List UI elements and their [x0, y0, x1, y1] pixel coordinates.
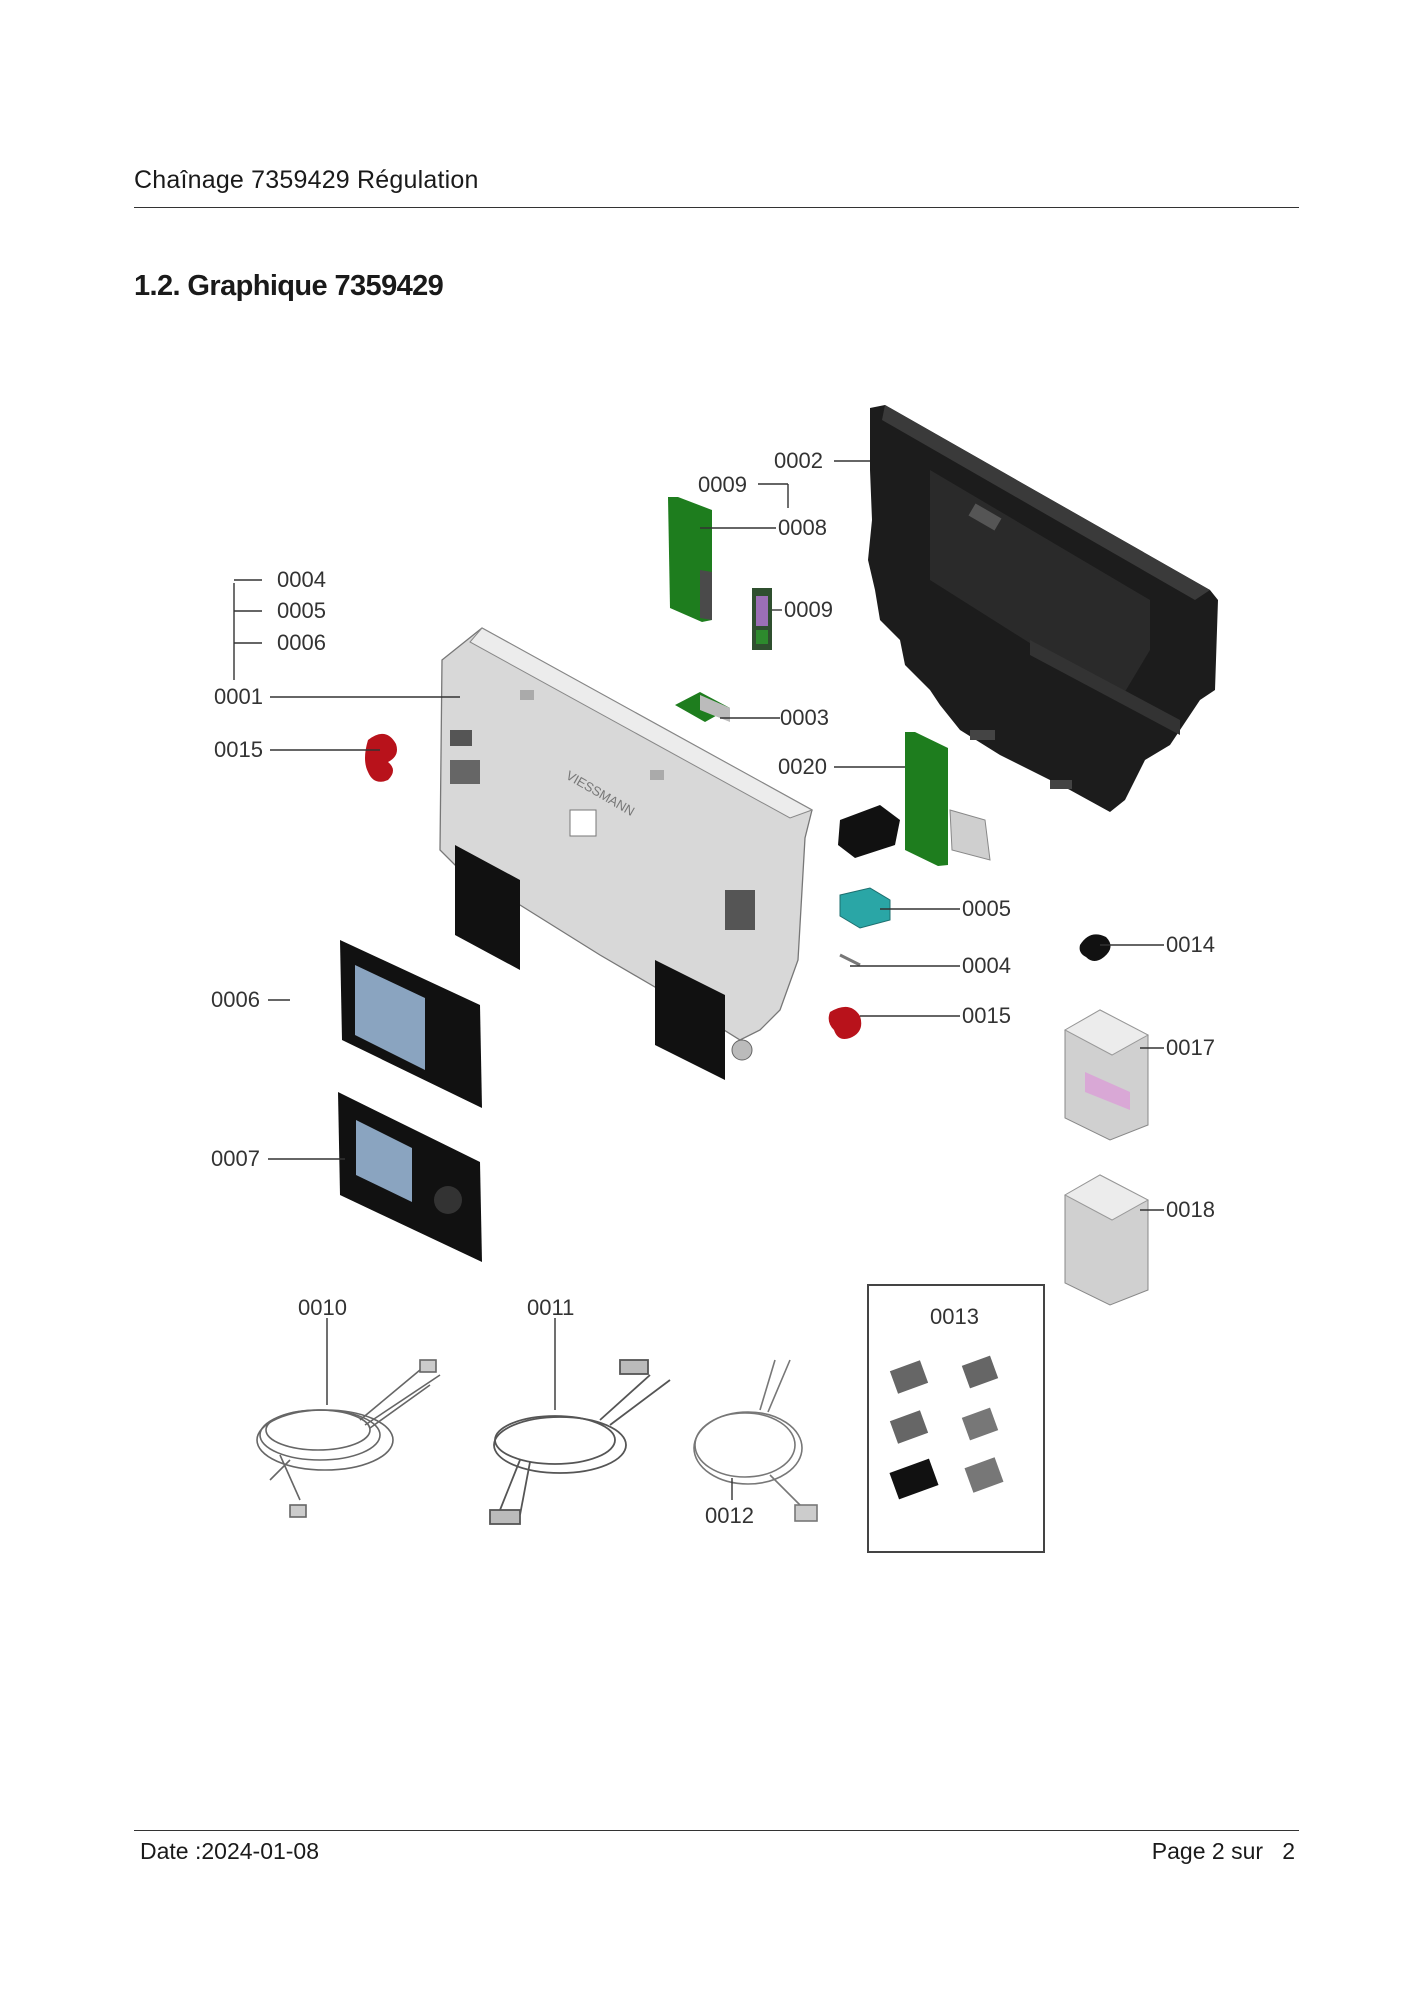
footer-page-number: Page 2 sur 2 — [1151, 1838, 1295, 1864]
connector-kit-0013-part — [867, 1284, 1045, 1553]
label-0017: 0017 — [1166, 1035, 1215, 1060]
header-divider — [134, 207, 1299, 208]
red-clip-upper-part — [365, 733, 397, 782]
label-0015: 0015 — [962, 1003, 1011, 1028]
module-0018-part — [1063, 1174, 1150, 1306]
label-0013: 0013 — [930, 1304, 979, 1329]
module-0017-part — [1063, 1009, 1150, 1141]
display-0006-part — [340, 940, 482, 1108]
page-header-title: Chaînage 7359429 Régulation — [134, 166, 479, 194]
label-0015-top: 0015 — [214, 737, 263, 762]
label-0006: 0006 — [211, 987, 260, 1012]
small-part-0014 — [1079, 934, 1111, 961]
label-0009: 0009 — [784, 597, 833, 622]
label-0014: 0014 — [1166, 932, 1215, 957]
label-0010: 0010 — [298, 1295, 347, 1320]
main-housing-part: VIESSMANN — [439, 627, 814, 1080]
label-0020: 0020 — [778, 754, 827, 779]
leader-lines — [233, 460, 1164, 1500]
label-0002: 0002 — [774, 448, 823, 473]
label-0004: 0004 — [962, 953, 1011, 978]
label-0018: 0018 — [1166, 1197, 1215, 1222]
label-0004-top: 0004 — [277, 567, 326, 592]
label-0005: 0005 — [962, 896, 1011, 921]
label-0009-top: 0009 — [698, 472, 747, 497]
pcb-board-part — [668, 497, 712, 622]
section-title: 1.2. Graphique 7359429 — [134, 270, 444, 302]
display-0007-part — [338, 1092, 482, 1262]
footer-divider — [134, 1830, 1299, 1831]
label-0011: 0011 — [527, 1295, 574, 1320]
small-board-0003-part — [675, 692, 730, 722]
red-clip-lower-part — [828, 1006, 862, 1039]
small-module-part — [752, 588, 772, 650]
teal-connector-part — [839, 887, 891, 929]
footer-date: Date :2024-01-08 — [140, 1838, 320, 1864]
label-0012: 0012 — [705, 1503, 754, 1528]
pin-0004-part — [839, 953, 861, 967]
cable-0012-part — [693, 1359, 818, 1522]
cable-harness-0011-part — [489, 1359, 671, 1525]
label-0006-top: 0006 — [277, 630, 326, 655]
label-0003: 0003 — [780, 705, 829, 730]
label-0008: 0008 — [778, 515, 827, 540]
cable-harness-0010-part — [256, 1359, 441, 1518]
back-panel-part — [868, 405, 1218, 812]
label-0005-top: 0005 — [277, 598, 326, 623]
label-0001: 0001 — [214, 684, 263, 709]
power-board-part — [838, 732, 991, 866]
part-labels: 0002 0009 0008 0009 0004 0005 0006 0001 … — [211, 448, 1215, 1528]
label-0007: 0007 — [211, 1146, 260, 1171]
